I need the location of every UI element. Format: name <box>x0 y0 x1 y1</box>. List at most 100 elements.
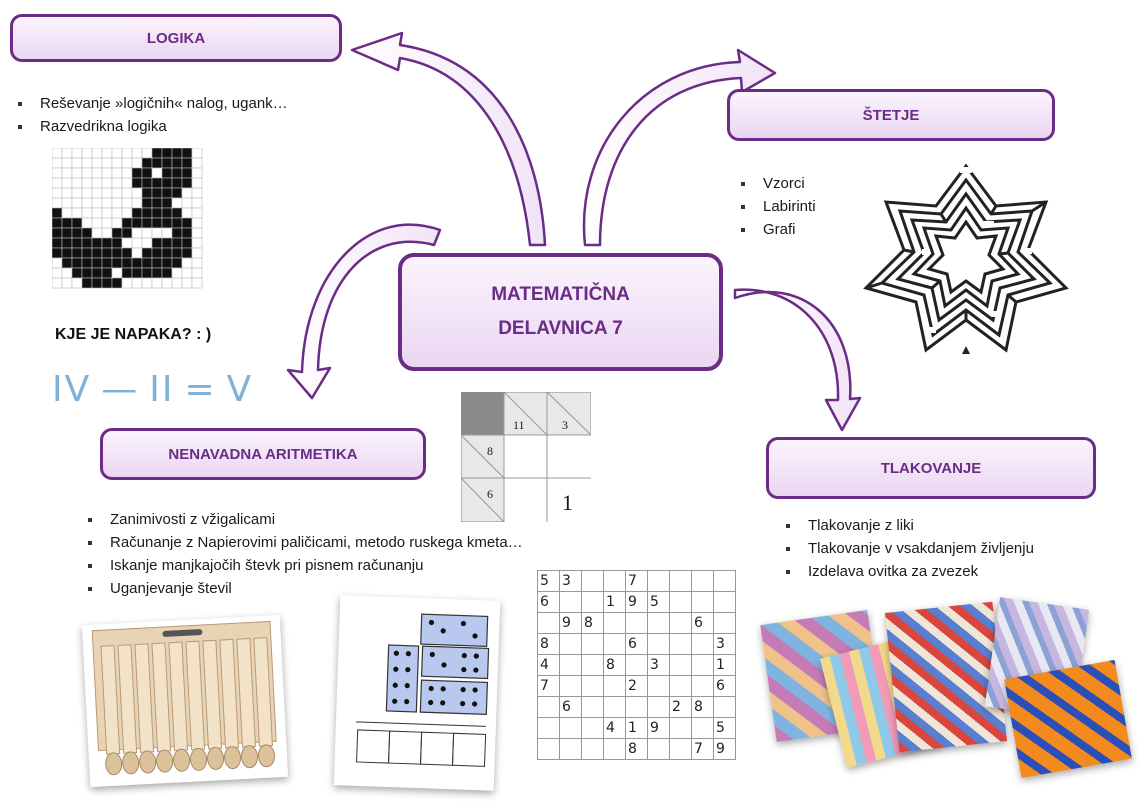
nonogram-cell <box>191 267 203 279</box>
nonogram-cell <box>52 247 63 259</box>
domino-pip <box>473 667 479 673</box>
domino-pip <box>404 699 410 705</box>
domino-pip <box>460 687 466 693</box>
nonogram-cell <box>131 187 143 199</box>
sudoku-cell <box>691 675 714 697</box>
nonogram-cell <box>171 237 183 249</box>
nonogram-cell <box>111 277 123 289</box>
nonogram-cell <box>191 227 203 239</box>
nonogram-cell <box>151 177 163 189</box>
sudoku-cell <box>537 696 560 718</box>
labyrinth-image <box>863 163 1069 354</box>
nonogram-cell <box>171 257 183 269</box>
napier-rod-handle <box>173 748 191 772</box>
domino-drawing <box>355 613 490 767</box>
nonogram-cell <box>61 227 73 239</box>
nonogram-cell <box>101 197 113 209</box>
nonogram-cell <box>91 148 103 159</box>
nonogram-cell <box>91 257 103 269</box>
domino-pip <box>472 633 478 639</box>
sudoku-cell <box>559 633 582 655</box>
nonogram-cell <box>191 187 203 199</box>
sudoku-cell <box>713 612 736 634</box>
list-item: Grafi <box>737 218 816 241</box>
nonogram-cell <box>61 197 73 209</box>
nonogram-cell <box>191 237 203 249</box>
nonogram-cell <box>52 148 63 159</box>
nonogram-cell <box>81 227 93 239</box>
domino-pip <box>404 683 410 689</box>
domino-pip <box>393 666 399 672</box>
nonogram-cell <box>131 217 143 229</box>
domino-pip <box>472 687 478 693</box>
nonogram-cell <box>181 237 193 249</box>
stetje-box: ŠTETJE <box>727 89 1055 141</box>
nonogram-cell <box>111 197 123 209</box>
nonogram-cell <box>52 167 63 179</box>
nonogram-cell <box>151 257 163 269</box>
sudoku-cell: 8 <box>537 633 560 655</box>
napier-rods-drawing <box>91 620 277 776</box>
nonogram-cell <box>121 277 133 289</box>
sudoku-cell <box>647 738 670 760</box>
nonogram-cell <box>161 148 173 159</box>
sudoku-cell <box>669 717 692 739</box>
matchstick-part: — <box>101 368 140 410</box>
sudoku-cell <box>647 570 670 592</box>
nonogram-cell <box>121 148 133 159</box>
sudoku-cell: 9 <box>625 591 648 613</box>
sudoku-cell: 5 <box>537 570 560 592</box>
nonogram-cell <box>111 237 123 249</box>
sudoku-cell <box>559 591 582 613</box>
nonogram-cell <box>141 257 153 269</box>
nonogram-cell <box>141 237 153 249</box>
nonogram-cell <box>121 197 133 209</box>
arrow-to-logika <box>350 31 547 247</box>
sudoku-cell <box>625 696 648 718</box>
nonogram-cell <box>161 227 173 239</box>
nonogram-cell <box>161 177 173 189</box>
nonogram-cell <box>91 177 103 189</box>
domino-pip <box>392 698 398 704</box>
nonogram-cell <box>111 157 123 169</box>
nonogram-cell <box>71 267 83 279</box>
nonogram-cell <box>81 177 93 189</box>
sudoku-cell <box>647 696 670 718</box>
sudoku-cell <box>691 591 714 613</box>
nonogram-cell <box>151 167 163 179</box>
nonogram-cell <box>111 167 123 179</box>
nonogram-cell <box>141 187 153 199</box>
sudoku-cell: 5 <box>713 717 736 739</box>
domino-pip <box>472 701 478 707</box>
nonogram-cell <box>121 257 133 269</box>
sudoku-cell: 8 <box>625 738 648 760</box>
nonogram-cell <box>61 237 73 249</box>
nonogram-cell <box>81 157 93 169</box>
sudoku-cell: 9 <box>713 738 736 760</box>
sudoku-cell: 6 <box>691 612 714 634</box>
sudoku-cell: 8 <box>691 696 714 718</box>
nonogram-cell <box>81 167 93 179</box>
sudoku-cell <box>647 633 670 655</box>
nonogram-cell <box>131 148 143 159</box>
nonogram-cell <box>111 227 123 239</box>
nonogram-cell <box>101 247 113 259</box>
nonogram-cell <box>121 237 133 249</box>
sudoku-cell: 6 <box>713 675 736 697</box>
nonogram-cell <box>171 277 183 289</box>
napier-rod-handle <box>156 749 174 773</box>
nonogram-cell <box>101 207 113 219</box>
sudoku-cell: 9 <box>647 717 670 739</box>
sudoku-cell <box>537 717 560 739</box>
tessellation-photos <box>760 585 1132 785</box>
sudoku-cell <box>603 570 626 592</box>
nonogram-cell <box>52 277 63 289</box>
nonogram-cell <box>71 257 83 269</box>
sudoku-cell: 7 <box>691 738 714 760</box>
sudoku-cell <box>691 570 714 592</box>
domino-pip <box>393 650 399 656</box>
domino-pip <box>428 699 434 706</box>
sudoku-cell: 1 <box>603 591 626 613</box>
